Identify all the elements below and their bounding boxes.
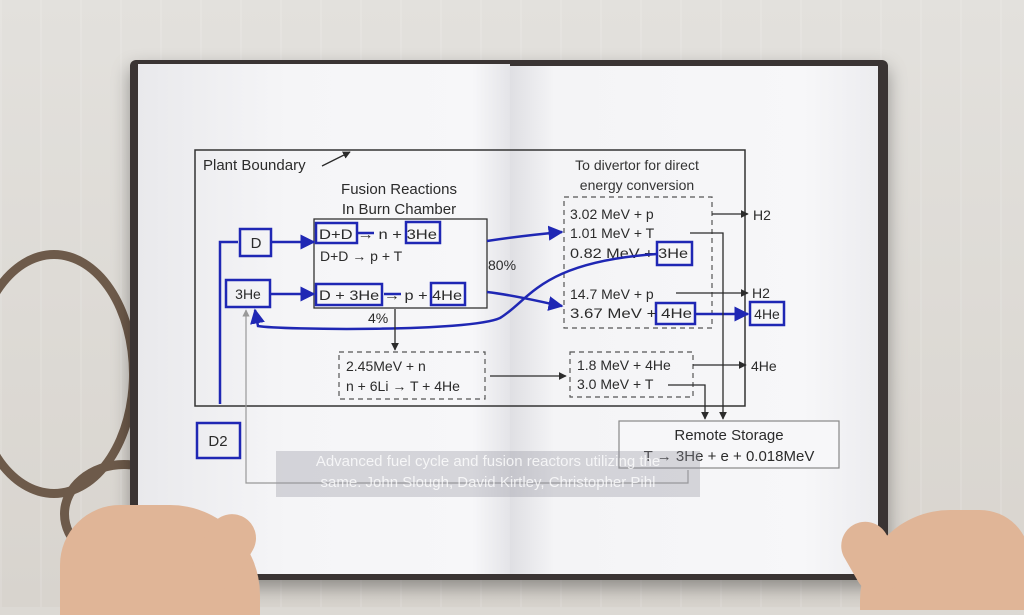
fusion-title-line2: In Burn Chamber	[342, 201, 456, 218]
neutron-line1: 2.45MeV + n	[346, 358, 426, 374]
product-1: 3.02 MeV + p	[570, 206, 654, 222]
product-3: 0.82 MeV + 3He	[570, 245, 688, 261]
neutron-line2: n + 6Li → T + 4He	[346, 378, 460, 394]
reaction-dd-he3: D+D → n + 3He	[319, 226, 437, 242]
dhe3-highlight-box	[314, 282, 384, 307]
plant-boundary-box	[194, 149, 746, 407]
breed-line2: 3.0 MeV + T	[577, 376, 654, 392]
out-he4: 4He	[751, 358, 777, 374]
caption-line2: same. John Slough, David Kirtley, Christ…	[320, 474, 656, 491]
video-caption: Advanced fuel cycle and fusion reactors …	[276, 451, 700, 497]
breeding-box	[569, 351, 694, 398]
out-he4-boxed	[748, 300, 786, 327]
divertor-title-line1: To divertor for direct	[575, 157, 699, 173]
product-5: 3.67 MeV + 4He	[570, 305, 692, 321]
fusion-title-line1: Fusion Reactions	[341, 181, 457, 198]
blue-flow-arrows	[218, 225, 750, 404]
caption-line1: Advanced fuel cycle and fusion reactors …	[315, 453, 661, 470]
product-4: 14.7 MeV + p	[570, 286, 654, 302]
storage-title: Remote Storage	[674, 427, 783, 444]
gray-return-line	[242, 309, 689, 484]
neutron-box	[338, 351, 486, 400]
book-page-left	[138, 64, 510, 574]
divertor-title-line2: energy conversion	[580, 177, 694, 193]
divertor-products-box	[563, 196, 713, 329]
input-d2-label: D2	[208, 433, 227, 450]
breed-line1: 1.8 MeV + 4He	[577, 357, 671, 373]
storage-decay: T → 3He + e + 0.018MeV	[644, 448, 815, 465]
black-flow-arrows	[391, 210, 749, 420]
pct-80: 80%	[488, 257, 516, 273]
burn-chamber-box	[313, 218, 488, 309]
input-d-label: D	[251, 235, 262, 252]
plant-boundary-label: Plant Boundary	[203, 157, 306, 174]
he3-highlight-box	[404, 220, 442, 245]
product-2: 1.01 MeV + T	[570, 225, 655, 241]
input-d2-box	[195, 421, 242, 460]
input-he3-label: 3He	[235, 286, 261, 302]
reaction-dd-t: D+D → p + T	[320, 248, 403, 264]
out-he4-boxed-label: 4He	[754, 306, 780, 322]
he4-highlight-box	[429, 281, 467, 307]
out-h2-2: H2	[752, 285, 770, 301]
plant-boundary-pointer	[321, 151, 351, 167]
out-h2-1: H2	[753, 207, 771, 223]
remote-storage-box	[618, 420, 840, 469]
pct-4: 4%	[368, 310, 388, 326]
product-3-he3-box	[655, 240, 694, 267]
